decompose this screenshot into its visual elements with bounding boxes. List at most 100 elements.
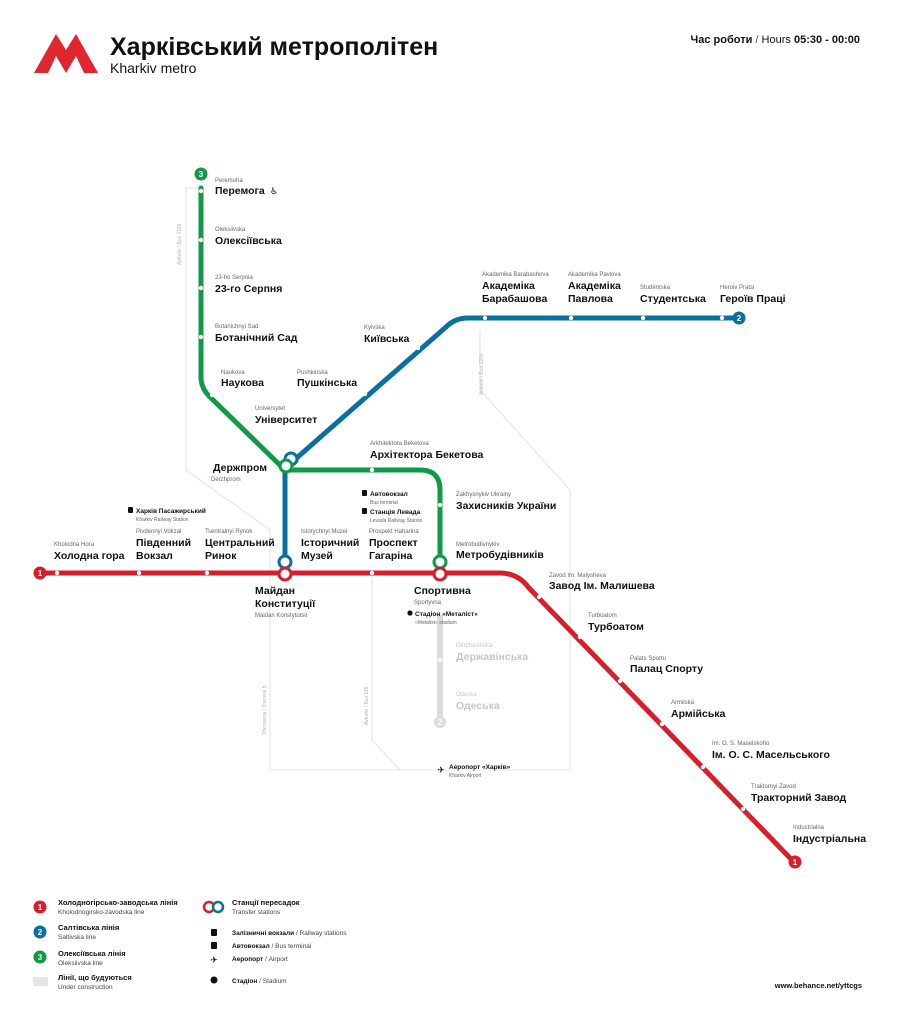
- station-turboatom[interactable]: Turboatom Турбоатом: [588, 613, 644, 633]
- station-peremoha[interactable]: Peremoha Перемога ♿: [215, 178, 278, 197]
- station-derzhprom[interactable]: Держпром Derzhprom: [211, 462, 267, 483]
- train-icon: [211, 929, 217, 936]
- svg-text:Харків Пасажирський: Харків Пасажирський: [136, 507, 206, 515]
- station-dot[interactable]: [577, 634, 583, 640]
- svg-text:Метробудівників: Метробудівників: [456, 549, 544, 561]
- station-dot[interactable]: [482, 315, 488, 321]
- station-23-serpnia[interactable]: 23-ho Serpnia 23-го Серпня: [215, 275, 282, 295]
- station-heroiv-pratsi[interactable]: Heroiv Pratsi Героїв Праці: [720, 285, 786, 305]
- station-dot[interactable]: [659, 721, 665, 727]
- station-pivdennyi-vokzal[interactable]: Pivdennyi Vokzal Південний Вокзал: [136, 529, 191, 562]
- svg-text:Saltivska line: Saltivska line: [58, 934, 96, 941]
- station-botanichnyi-sad[interactable]: Botanichnyi Sad Ботанічний Сад: [215, 324, 298, 344]
- svg-text:Kharkiv Airport: Kharkiv Airport: [449, 773, 482, 779]
- station-armiiska[interactable]: Armiiska Армійська: [671, 700, 726, 720]
- station-dot[interactable]: [700, 764, 706, 770]
- station-dot[interactable]: [617, 678, 623, 684]
- svg-text:Industrialna: Industrialna: [793, 825, 825, 831]
- station-akademika-barabashova[interactable]: Akademika Barabashova Академіка Барабашо…: [482, 272, 549, 305]
- station-tsentralnyi-rynok[interactable]: Tsentralnyi Rynok Центральний Ринок: [205, 529, 275, 562]
- svg-text:Пушкінська: Пушкінська: [297, 377, 357, 389]
- svg-text:3: 3: [199, 170, 204, 179]
- station-metrobudivnykiv[interactable]: Metrobudivnykiv Метробудівників: [456, 542, 544, 561]
- station-dot[interactable]: [204, 570, 210, 576]
- train-icon: [362, 508, 367, 514]
- svg-text:1: 1: [38, 903, 43, 912]
- station-zavod-malysheva[interactable]: Zavod Im. Malysheva Завод Ім. Малишева: [549, 573, 655, 592]
- svg-text:Derzhavinska: Derzhavinska: [456, 643, 493, 649]
- station-studentska[interactable]: Studentska Студентська: [640, 285, 706, 305]
- transfer-maidan-istorychnyi[interactable]: [277, 554, 293, 582]
- station-maselskoho[interactable]: Im. O. S. Maselskoho Ім. О. С. Масельськ…: [712, 741, 830, 761]
- station-oleksiivska[interactable]: Oleksiivska Олексіївська: [215, 227, 282, 247]
- station-dot[interactable]: [719, 315, 725, 321]
- station-dot[interactable]: [740, 806, 746, 812]
- svg-text:Tsentralnyi Rynok: Tsentralnyi Rynok: [205, 529, 253, 535]
- station-pushkinska[interactable]: Pushkinska Пушкінська: [297, 370, 357, 389]
- svg-text:Тракторний Завод: Тракторний Завод: [751, 792, 847, 804]
- station-dot[interactable]: [369, 467, 375, 473]
- svg-text:Levada Railway Station: Levada Railway Station: [370, 518, 422, 524]
- station-dot[interactable]: [136, 570, 142, 576]
- svg-text:Kharkiv Railway Station: Kharkiv Railway Station: [136, 517, 189, 523]
- blue-line: [282, 315, 741, 563]
- transfer-derzhprom-universytet[interactable]: [278, 451, 299, 474]
- svg-text:2: 2: [38, 928, 43, 937]
- station-dots: [54, 188, 746, 812]
- svg-text:Zakhysnykiv Ukrainy: Zakhysnykiv Ukrainy: [456, 492, 511, 498]
- svg-text:Ботанічний Сад: Ботанічний Сад: [215, 332, 298, 344]
- svg-text:Перемога: Перемога: [215, 185, 265, 197]
- author-credit-link[interactable]: www.behance.net/yttcgs: [774, 981, 862, 990]
- svg-text:Ім. О. С. Масельського: Ім. О. С. Масельського: [712, 749, 830, 761]
- poi-kharkiv-railway-station: Харків Пасажирський Kharkiv Railway Stat…: [128, 507, 206, 523]
- legend-airport: ✈ Аеропорт / Airport: [210, 955, 288, 965]
- station-dot[interactable]: [198, 237, 204, 243]
- svg-text:Стадіон «Металіст»: Стадіон «Металіст»: [415, 610, 478, 618]
- station-dot[interactable]: [198, 285, 204, 291]
- station-dot[interactable]: [437, 502, 443, 508]
- transfer-sportyvna-metrobudivnykiv[interactable]: [432, 554, 448, 582]
- svg-text:Олексіївська: Олексіївська: [215, 235, 282, 247]
- station-dot[interactable]: [362, 391, 368, 397]
- svg-text:Холодна гора: Холодна гора: [54, 550, 125, 562]
- station-dot[interactable]: [437, 657, 443, 663]
- station-istorychnyi-muzei[interactable]: Istorychnyi Muzei Історичний Музей: [301, 529, 359, 562]
- station-universytet[interactable]: Universytet Університет: [255, 406, 317, 426]
- station-dot[interactable]: [415, 345, 421, 351]
- svg-text:Київська: Київська: [364, 333, 410, 345]
- station-dot[interactable]: [209, 392, 215, 398]
- svg-text:Спортивна: Спортивна: [414, 585, 471, 597]
- station-industrialna[interactable]: Industrialna Індустріальна: [793, 825, 866, 845]
- station-kyivska[interactable]: Kyivska Київська: [364, 325, 410, 345]
- station-naukova[interactable]: Naukova Наукова: [221, 370, 264, 389]
- station-palats-sportu[interactable]: Palats Sportu Палац Спорту: [630, 656, 703, 675]
- svg-text:Південний: Південний: [136, 537, 191, 549]
- station-dot[interactable]: [369, 570, 375, 576]
- station-kholodna-hora[interactable]: Kholodna Hora Холодна гора: [54, 542, 125, 562]
- station-zakhysnykiv-ukrainy[interactable]: Zakhysnykiv Ukrainy Захисників України: [456, 492, 556, 512]
- station-dot[interactable]: [640, 315, 646, 321]
- map-title: Харківський метрополітен: [110, 33, 438, 61]
- station-arkhitektora-beketova[interactable]: Arkhitektora Beketova Архітектора Бекето…: [370, 441, 484, 461]
- station-dot[interactable]: [568, 315, 574, 321]
- station-dot[interactable]: [536, 594, 542, 600]
- station-akademika-pavlova[interactable]: Akademika Pavlova Академіка Павлова: [568, 272, 621, 305]
- station-traktornyi-zavod[interactable]: Traktornyi Zavod Тракторний Завод: [751, 784, 847, 804]
- station-dot[interactable]: [198, 188, 204, 194]
- svg-text:Палац Спорту: Палац Спорту: [630, 663, 703, 675]
- badge-red-west: 1: [33, 566, 47, 580]
- station-dot[interactable]: [198, 334, 204, 340]
- accessible-icon: ♿: [270, 186, 278, 196]
- station-sportyvna[interactable]: Спортивна Sportyvna: [414, 585, 471, 606]
- station-dot[interactable]: [54, 570, 60, 576]
- operating-hours: Час роботи / Hours 05:30 - 00:00: [691, 34, 860, 46]
- station-prospekt-haharina[interactable]: Prospekt Haharina Проспект Гагаріна: [369, 529, 419, 562]
- svg-text:Prospekt Haharina: Prospekt Haharina: [369, 529, 419, 535]
- svg-text:Pushkinska: Pushkinska: [297, 370, 328, 376]
- svg-text:Oleksiivska: Oleksiivska: [215, 227, 246, 233]
- map-subtitle: Kharkiv metro: [110, 60, 197, 76]
- station-maidan-konstytutsii[interactable]: Майдан Конституції Maidan Konstytutsii: [255, 585, 316, 619]
- svg-text:Arkhitektora Beketova: Arkhitektora Beketova: [370, 441, 429, 447]
- svg-text:Kyivska: Kyivska: [364, 325, 385, 331]
